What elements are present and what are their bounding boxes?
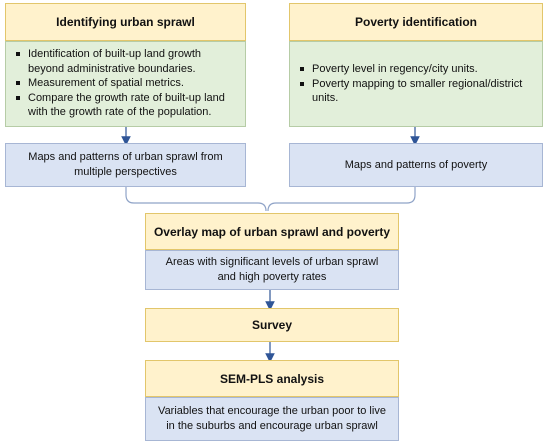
poverty-steps-list: Poverty level in regency/city units. Pov… — [290, 62, 542, 106]
sempls-title: SEM-PLS analysis — [219, 371, 325, 386]
urban-sprawl-steps-box: Identification of built-up land growth b… — [5, 41, 246, 127]
overlay-result-text: Areas with significant levels of urban s… — [165, 256, 379, 283]
poverty-title: Poverty identification — [354, 15, 478, 29]
survey-title: Survey — [251, 318, 293, 332]
poverty-maps-box: Maps and patterns of poverty — [289, 143, 543, 187]
urban-sprawl-maps-box: Maps and patterns of urban sprawl from m… — [5, 143, 246, 187]
list-item: Identification of built-up land growth b… — [16, 47, 239, 76]
urban-sprawl-title: Identifying urban sprawl — [56, 15, 195, 29]
urban-sprawl-maps-text: Maps and patterns of urban sprawl from m… — [28, 151, 223, 178]
poverty-title-box: Poverty identification — [289, 3, 543, 41]
list-item: Compare the growth rate of built-up land… — [16, 91, 239, 120]
poverty-steps-box: Poverty level in regency/city units. Pov… — [289, 41, 543, 127]
sempls-result-text: Variables that encourage the urban poor … — [158, 405, 386, 432]
list-item: Poverty mapping to smaller regional/dist… — [300, 77, 536, 106]
list-item: Poverty level in regency/city units. — [300, 62, 536, 77]
merge-curve-left — [125, 187, 267, 212]
sempls-title-box: SEM-PLS analysis — [145, 360, 399, 397]
survey-box: Survey — [145, 308, 399, 342]
overlay-result-box: Areas with significant levels of urban s… — [145, 250, 399, 290]
sempls-result-box: Variables that encourage the urban poor … — [145, 397, 399, 441]
overlay-title: Overlay map of urban sprawl and poverty — [153, 224, 391, 239]
list-item: Measurement of spatial metrics. — [16, 76, 239, 91]
overlay-title-box: Overlay map of urban sprawl and poverty — [145, 213, 399, 250]
urban-sprawl-steps-list: Identification of built-up land growth b… — [6, 47, 245, 120]
urban-sprawl-title-box: Identifying urban sprawl — [5, 3, 246, 41]
merge-curve-right — [267, 187, 416, 212]
poverty-maps-text: Maps and patterns of poverty — [344, 158, 488, 171]
